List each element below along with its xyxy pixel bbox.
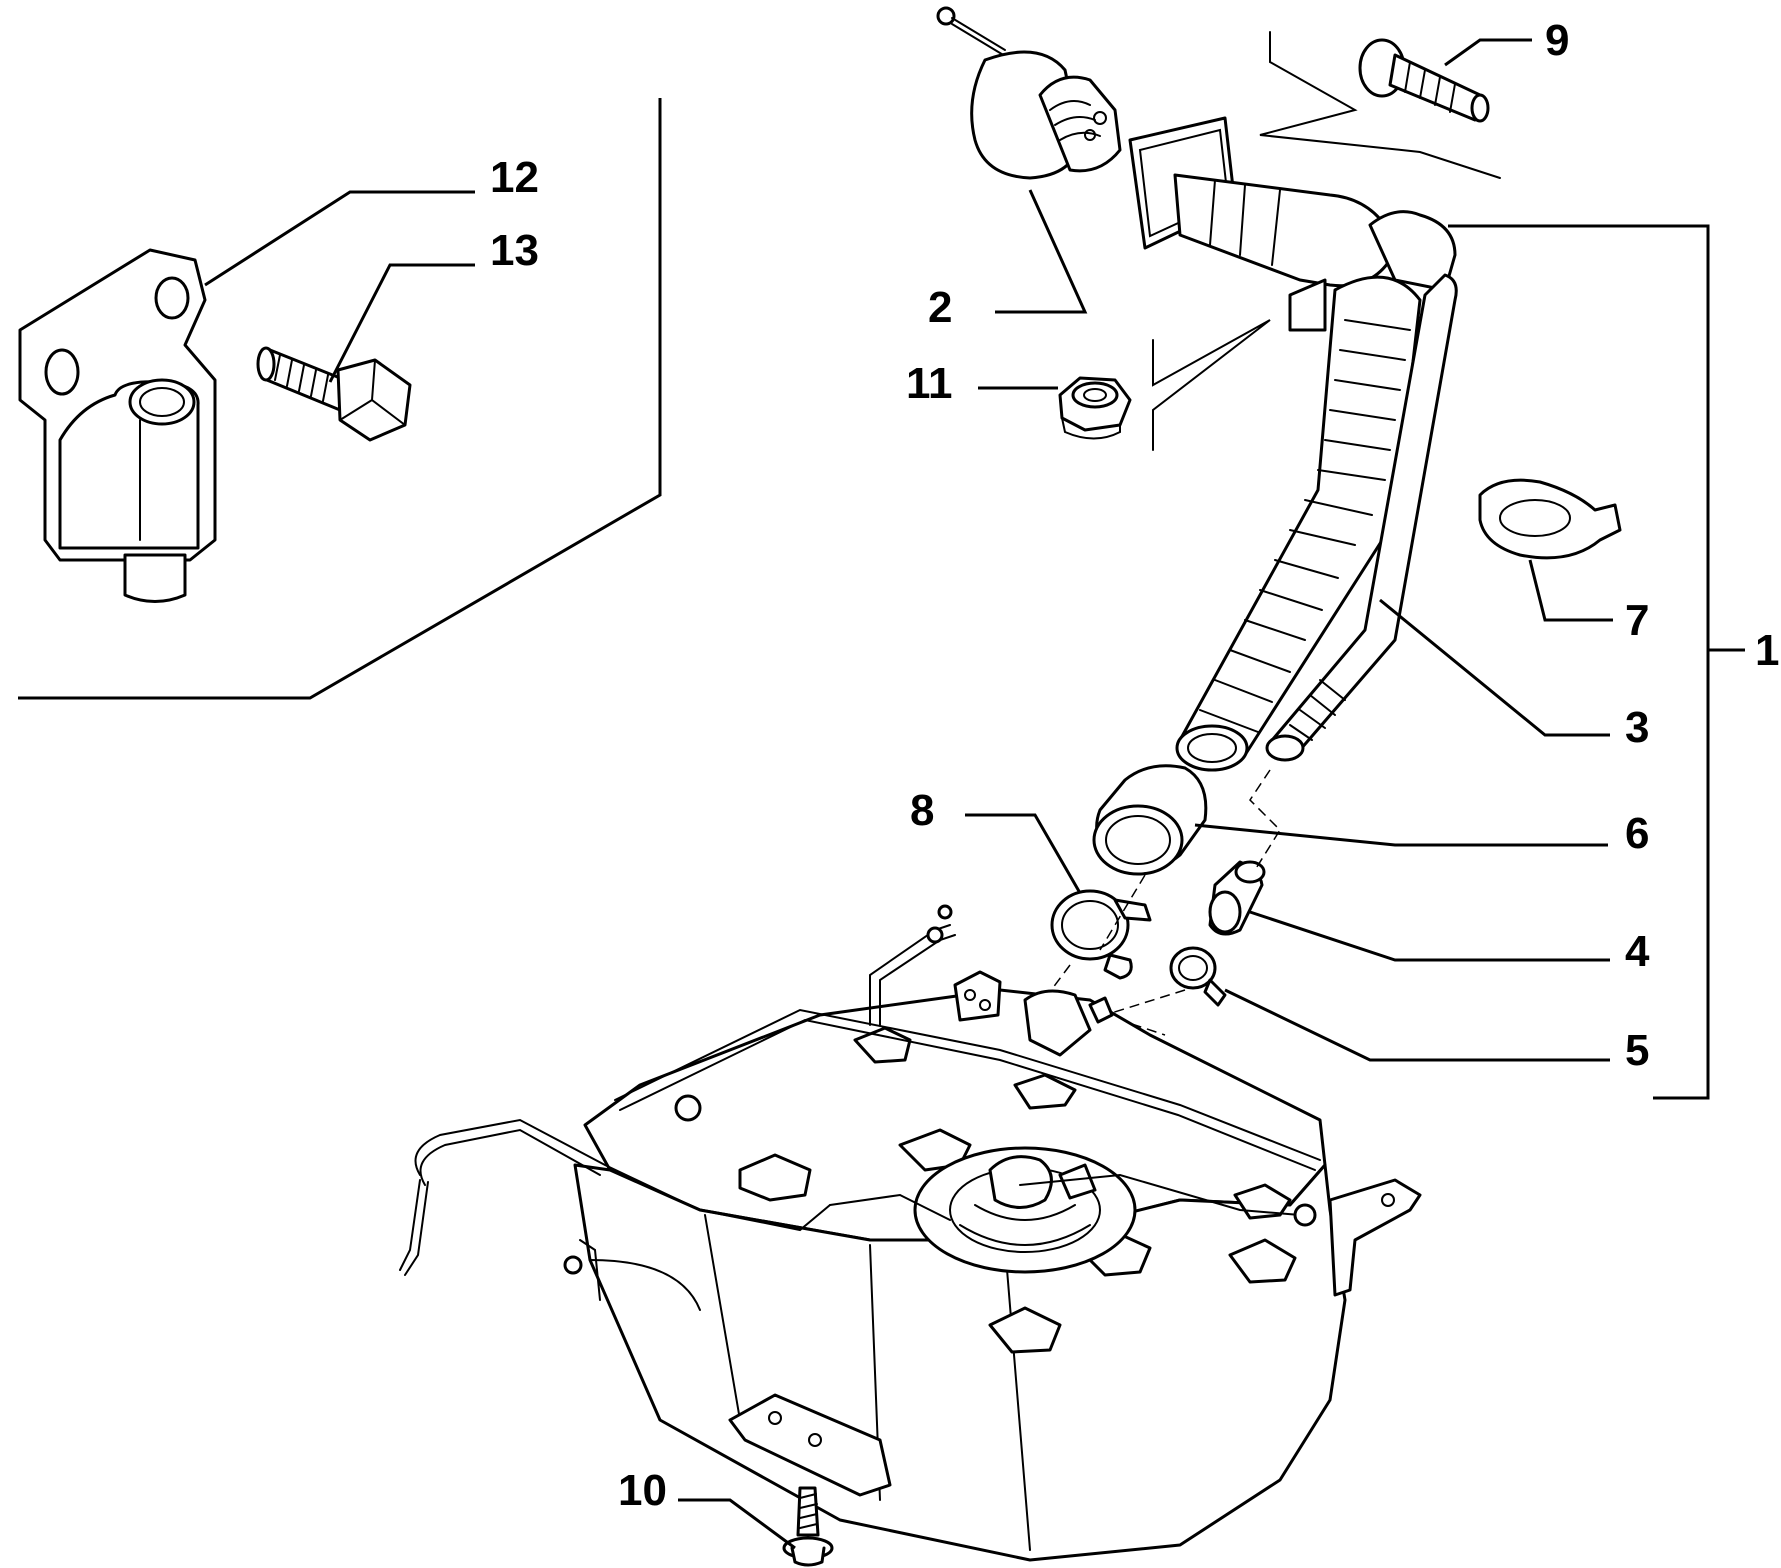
callout-7: 7 xyxy=(1625,596,1649,645)
fuel-tank xyxy=(399,904,1422,1562)
callout-2: 2 xyxy=(928,283,952,332)
callout-4: 4 xyxy=(1625,927,1650,976)
inset-panel xyxy=(18,98,662,700)
callout-13: 13 xyxy=(490,226,539,275)
part-4-pipe xyxy=(1208,860,1266,936)
callout-labels: 12 13 2 11 9 1 7 3 8 6 4 5 10 xyxy=(490,16,1779,1515)
part-10-bolt xyxy=(782,1486,834,1567)
part-8-clamp xyxy=(1050,889,1152,980)
part-9-screw xyxy=(1358,38,1490,123)
leader-lines xyxy=(204,38,1745,1550)
part-11-nut xyxy=(1058,376,1132,440)
callout-1: 1 xyxy=(1755,626,1779,675)
callout-3: 3 xyxy=(1625,703,1649,752)
part-6-sleeve xyxy=(1092,764,1208,876)
part-5-clamp xyxy=(1169,946,1227,1007)
part-1-filler-neck-assembly xyxy=(1128,116,1458,772)
callout-6: 6 xyxy=(1625,809,1649,858)
part-7-clip xyxy=(1478,478,1622,560)
inset-border xyxy=(18,98,662,700)
callout-10: 10 xyxy=(618,1466,667,1515)
callout-11: 11 xyxy=(906,359,953,408)
callout-9: 9 xyxy=(1545,16,1569,65)
callout-12: 12 xyxy=(490,153,539,202)
part-12-bracket xyxy=(18,248,217,603)
part-13-bolt xyxy=(256,346,412,442)
callout-5: 5 xyxy=(1625,1026,1649,1075)
chevron-indicator-lines xyxy=(1152,31,1501,451)
part-2-filler-cap xyxy=(936,6,1122,180)
callout-8: 8 xyxy=(910,786,934,835)
